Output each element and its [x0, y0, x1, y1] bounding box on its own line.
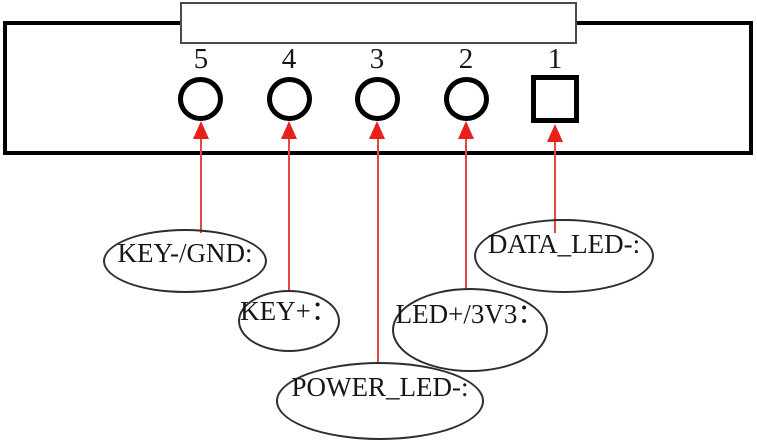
pin-number-5: 5: [193, 43, 209, 75]
callout-label: KEY+：: [240, 296, 338, 326]
connector-rect: [180, 2, 577, 44]
callout-label: KEY-/GND:: [117, 238, 253, 268]
pin-number-2: 2: [458, 43, 474, 75]
pin-5-circle: [178, 77, 223, 121]
pin-4-circle: [267, 77, 312, 121]
arrow-up-icon-pin2: [458, 121, 474, 139]
pin-1-square: [531, 75, 579, 123]
pin-number-3: 3: [369, 43, 385, 75]
leader-line-pin4: [288, 137, 290, 291]
leader-line-pin1: [554, 140, 556, 233]
callout-key-minus-gnd: KEY-/GND:: [103, 229, 267, 293]
pin-number-1: 1: [547, 43, 563, 75]
arrow-up-icon-pin4: [281, 121, 297, 139]
callout-label: DATA_LED-:: [487, 229, 641, 259]
arrow-up-icon-pin5: [193, 121, 209, 139]
pin-number-4: 4: [281, 43, 297, 75]
callout-label: POWER_LED-:: [291, 372, 469, 402]
pin-2-circle: [444, 77, 489, 121]
callout-key-plus: KEY+：: [238, 290, 340, 352]
callout-label: LED+/3V3：: [395, 299, 545, 329]
leader-line-pin2: [465, 137, 467, 289]
callout-data-led: DATA_LED-:: [474, 219, 654, 293]
arrow-up-icon-pin3: [369, 121, 385, 139]
leader-line-pin5: [200, 137, 202, 233]
leader-line-pin3: [377, 137, 379, 364]
callout-led-plus-3v3: LED+/3V3：: [392, 288, 548, 372]
callout-power-led: POWER_LED-:: [276, 362, 484, 440]
pin-3-circle: [355, 77, 400, 121]
arrow-up-icon-pin1: [547, 124, 563, 142]
